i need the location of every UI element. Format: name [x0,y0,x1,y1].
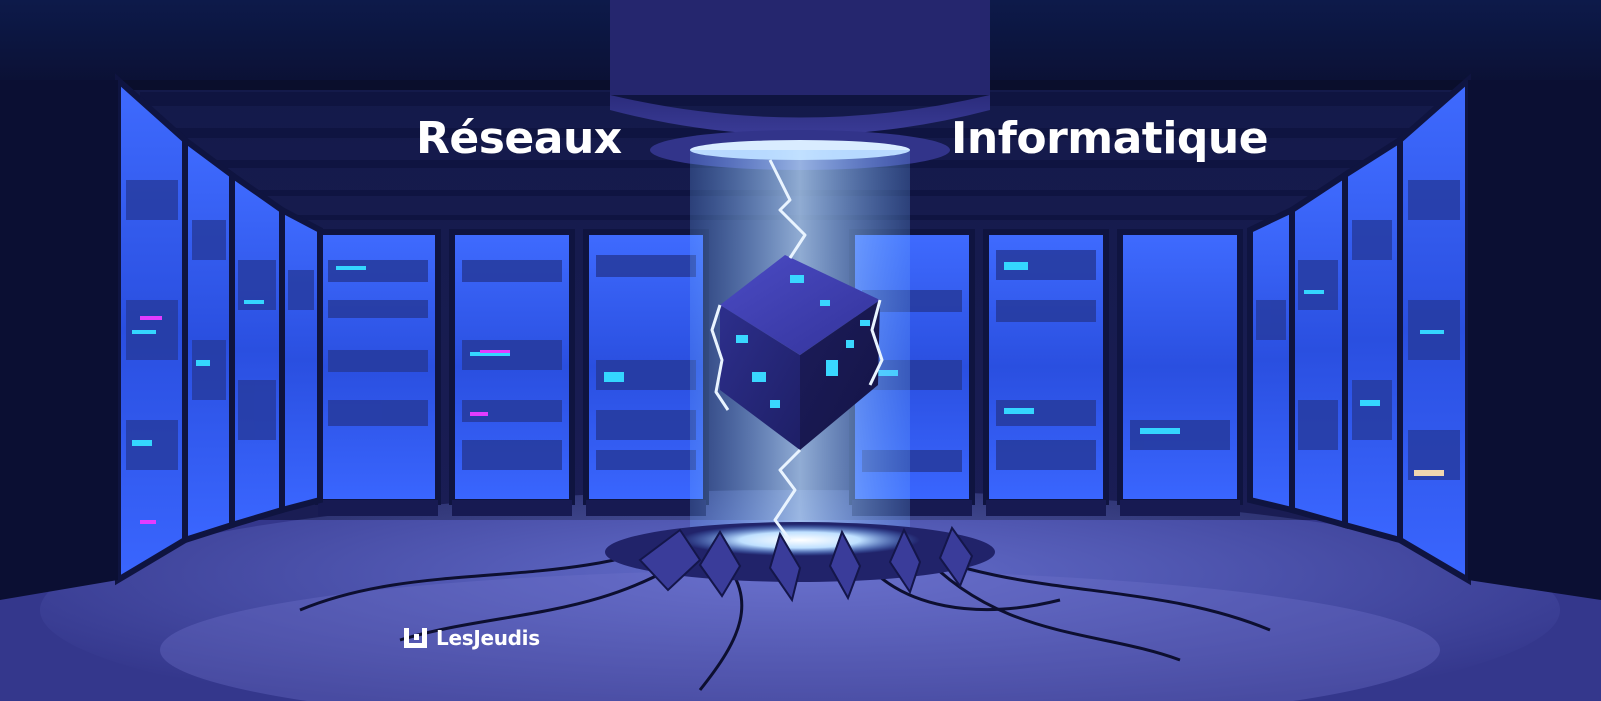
glowing-cube-icon [710,159,884,541]
server-rack-row-right [1247,73,1601,600]
brand[interactable]: LesJeudis [404,624,540,652]
lesjeudis-logo-icon [404,628,427,648]
server-rack-row-left [0,73,323,600]
brand-name: LesJeudis [436,626,540,650]
headline-left: Réseaux [416,113,622,164]
pedestal [605,522,995,603]
lightning-bolt-icon [710,159,884,541]
light-fixture [610,0,990,170]
headline-right: Informatique [951,113,1269,164]
